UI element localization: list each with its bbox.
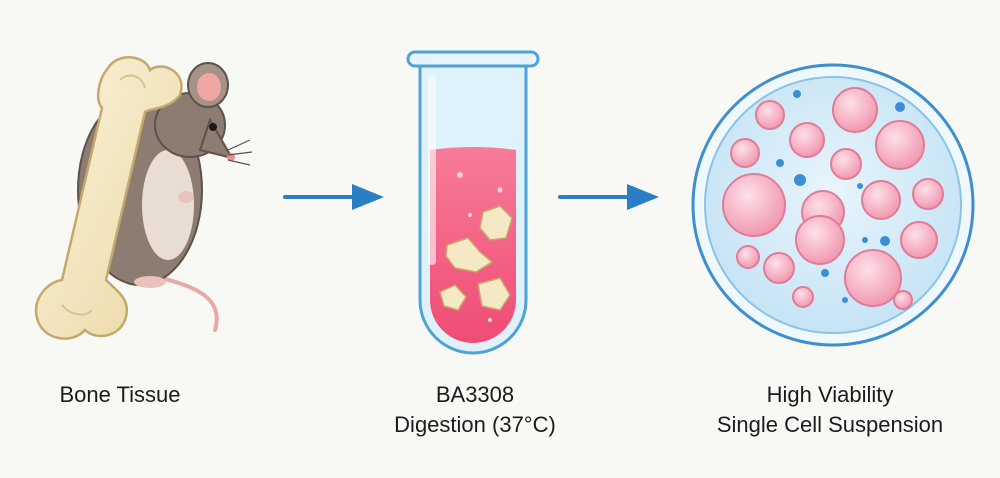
step-2-label: BA3308 Digestion (37°C)	[330, 380, 620, 440]
step-1-label: Bone Tissue	[20, 380, 220, 410]
step-3-label: High Viability Single Cell Suspension	[665, 380, 995, 440]
step-2-label-line-1: BA3308	[435, 382, 515, 407]
right-arrow-icon	[283, 184, 384, 210]
test-tube-icon	[406, 50, 540, 355]
step-3-label-line-1: High Viability	[766, 382, 894, 407]
step-2-label-line-2: Digestion (37°C)	[394, 412, 556, 437]
right-arrow-icon	[558, 184, 659, 210]
mouse-with-bone-icon	[34, 56, 253, 340]
step-1-label-line-1: Bone Tissue	[59, 382, 181, 407]
petri-dish-cells-icon	[691, 63, 975, 347]
step-3-label-line-2: Single Cell Suspension	[716, 412, 944, 437]
